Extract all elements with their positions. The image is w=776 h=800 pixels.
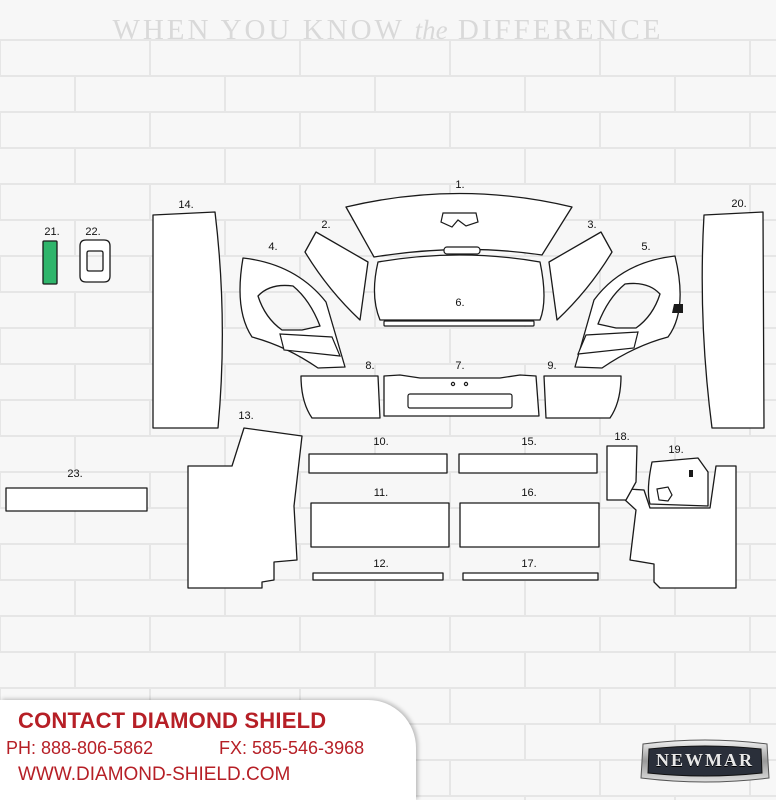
right-side-panel-shape (611, 465, 737, 589)
part-3-shape (548, 231, 613, 321)
part-23-shape (5, 487, 148, 512)
part-22-label: 22. (85, 226, 100, 238)
contact-panel: CONTACT DIAMOND SHIELD PH: 888-806-5862 … (0, 700, 416, 800)
part-1-slot (443, 246, 481, 255)
part-1-label: 1. (455, 179, 464, 191)
part-8-shape (300, 375, 381, 419)
part-12-shape (312, 572, 444, 581)
contact-fax: FX: 585-546-3968 (219, 738, 365, 758)
logo-text: NEWMAR (656, 750, 754, 770)
contact-website-link[interactable]: WWW.DIAMOND-SHIELD.COM (18, 764, 291, 785)
part-16-shape (459, 502, 600, 548)
part-4-label: 4. (268, 241, 277, 253)
part-18-label: 18. (614, 431, 629, 443)
part-16-label: 16. (521, 487, 536, 499)
brand-logo: NEWMAR (637, 738, 773, 784)
part-13-label: 13. (238, 410, 253, 422)
part-23-label: 23. (67, 468, 82, 480)
part-21-shape (42, 240, 58, 285)
part-6-shape (373, 254, 545, 321)
part-7-slot (407, 393, 513, 409)
tagline-part-2: the (414, 15, 448, 45)
part-11-shape (310, 502, 450, 548)
contact-phone[interactable]: PH: 888-806-5862 (6, 738, 154, 758)
part-2-shape (304, 231, 369, 321)
part-12-label: 12. (373, 558, 388, 570)
part-1-cutout (440, 212, 479, 228)
part-5-label: 5. (641, 241, 650, 253)
part-8-label: 8. (365, 360, 374, 372)
part-20-shape (701, 211, 765, 429)
part-14-shape (152, 211, 223, 429)
part-17-shape (462, 572, 599, 581)
part-13-shape (187, 427, 303, 589)
part-19-shape (647, 457, 709, 507)
part-10-shape (308, 453, 448, 474)
part-6-label: 6. (455, 297, 464, 309)
part-9-label: 9. (547, 360, 556, 372)
part-2-label: 2. (321, 219, 330, 231)
part-7-label: 7. (455, 360, 464, 372)
part-5-flap (577, 331, 639, 355)
tagline-part-1: WHEN YOU KNOW (112, 14, 405, 46)
part-20-label: 20. (731, 198, 746, 210)
part-10-label: 10. (373, 436, 388, 448)
part-18-shape (606, 445, 638, 501)
part-14-label: 14. (178, 199, 193, 211)
part-15-shape (458, 453, 598, 474)
part-11-label: 11. (374, 487, 388, 499)
part-3-label: 3. (587, 219, 596, 231)
tagline: WHEN YOU KNOW the DIFFERENCE (0, 14, 776, 47)
part-19-inner (656, 486, 673, 502)
part-5-notch (672, 304, 683, 313)
part-17-label: 17. (521, 558, 536, 570)
contact-title: CONTACT DIAMOND SHIELD (18, 708, 327, 733)
part-22-shape (79, 239, 111, 283)
part-19-hole (689, 470, 693, 477)
part-6-strip (383, 320, 535, 327)
part-15-label: 15. (521, 436, 536, 448)
part-4-flap (279, 333, 341, 357)
part-7-hole-right (463, 381, 469, 387)
part-9-shape (543, 375, 622, 419)
part-21-label: 21. (44, 226, 59, 238)
logo-badge-icon (640, 739, 770, 783)
part-19-label: 19. (668, 444, 683, 456)
part-7-hole-left (450, 381, 456, 387)
tagline-part-3: DIFFERENCE (457, 14, 664, 46)
part-1-shape (345, 192, 573, 258)
